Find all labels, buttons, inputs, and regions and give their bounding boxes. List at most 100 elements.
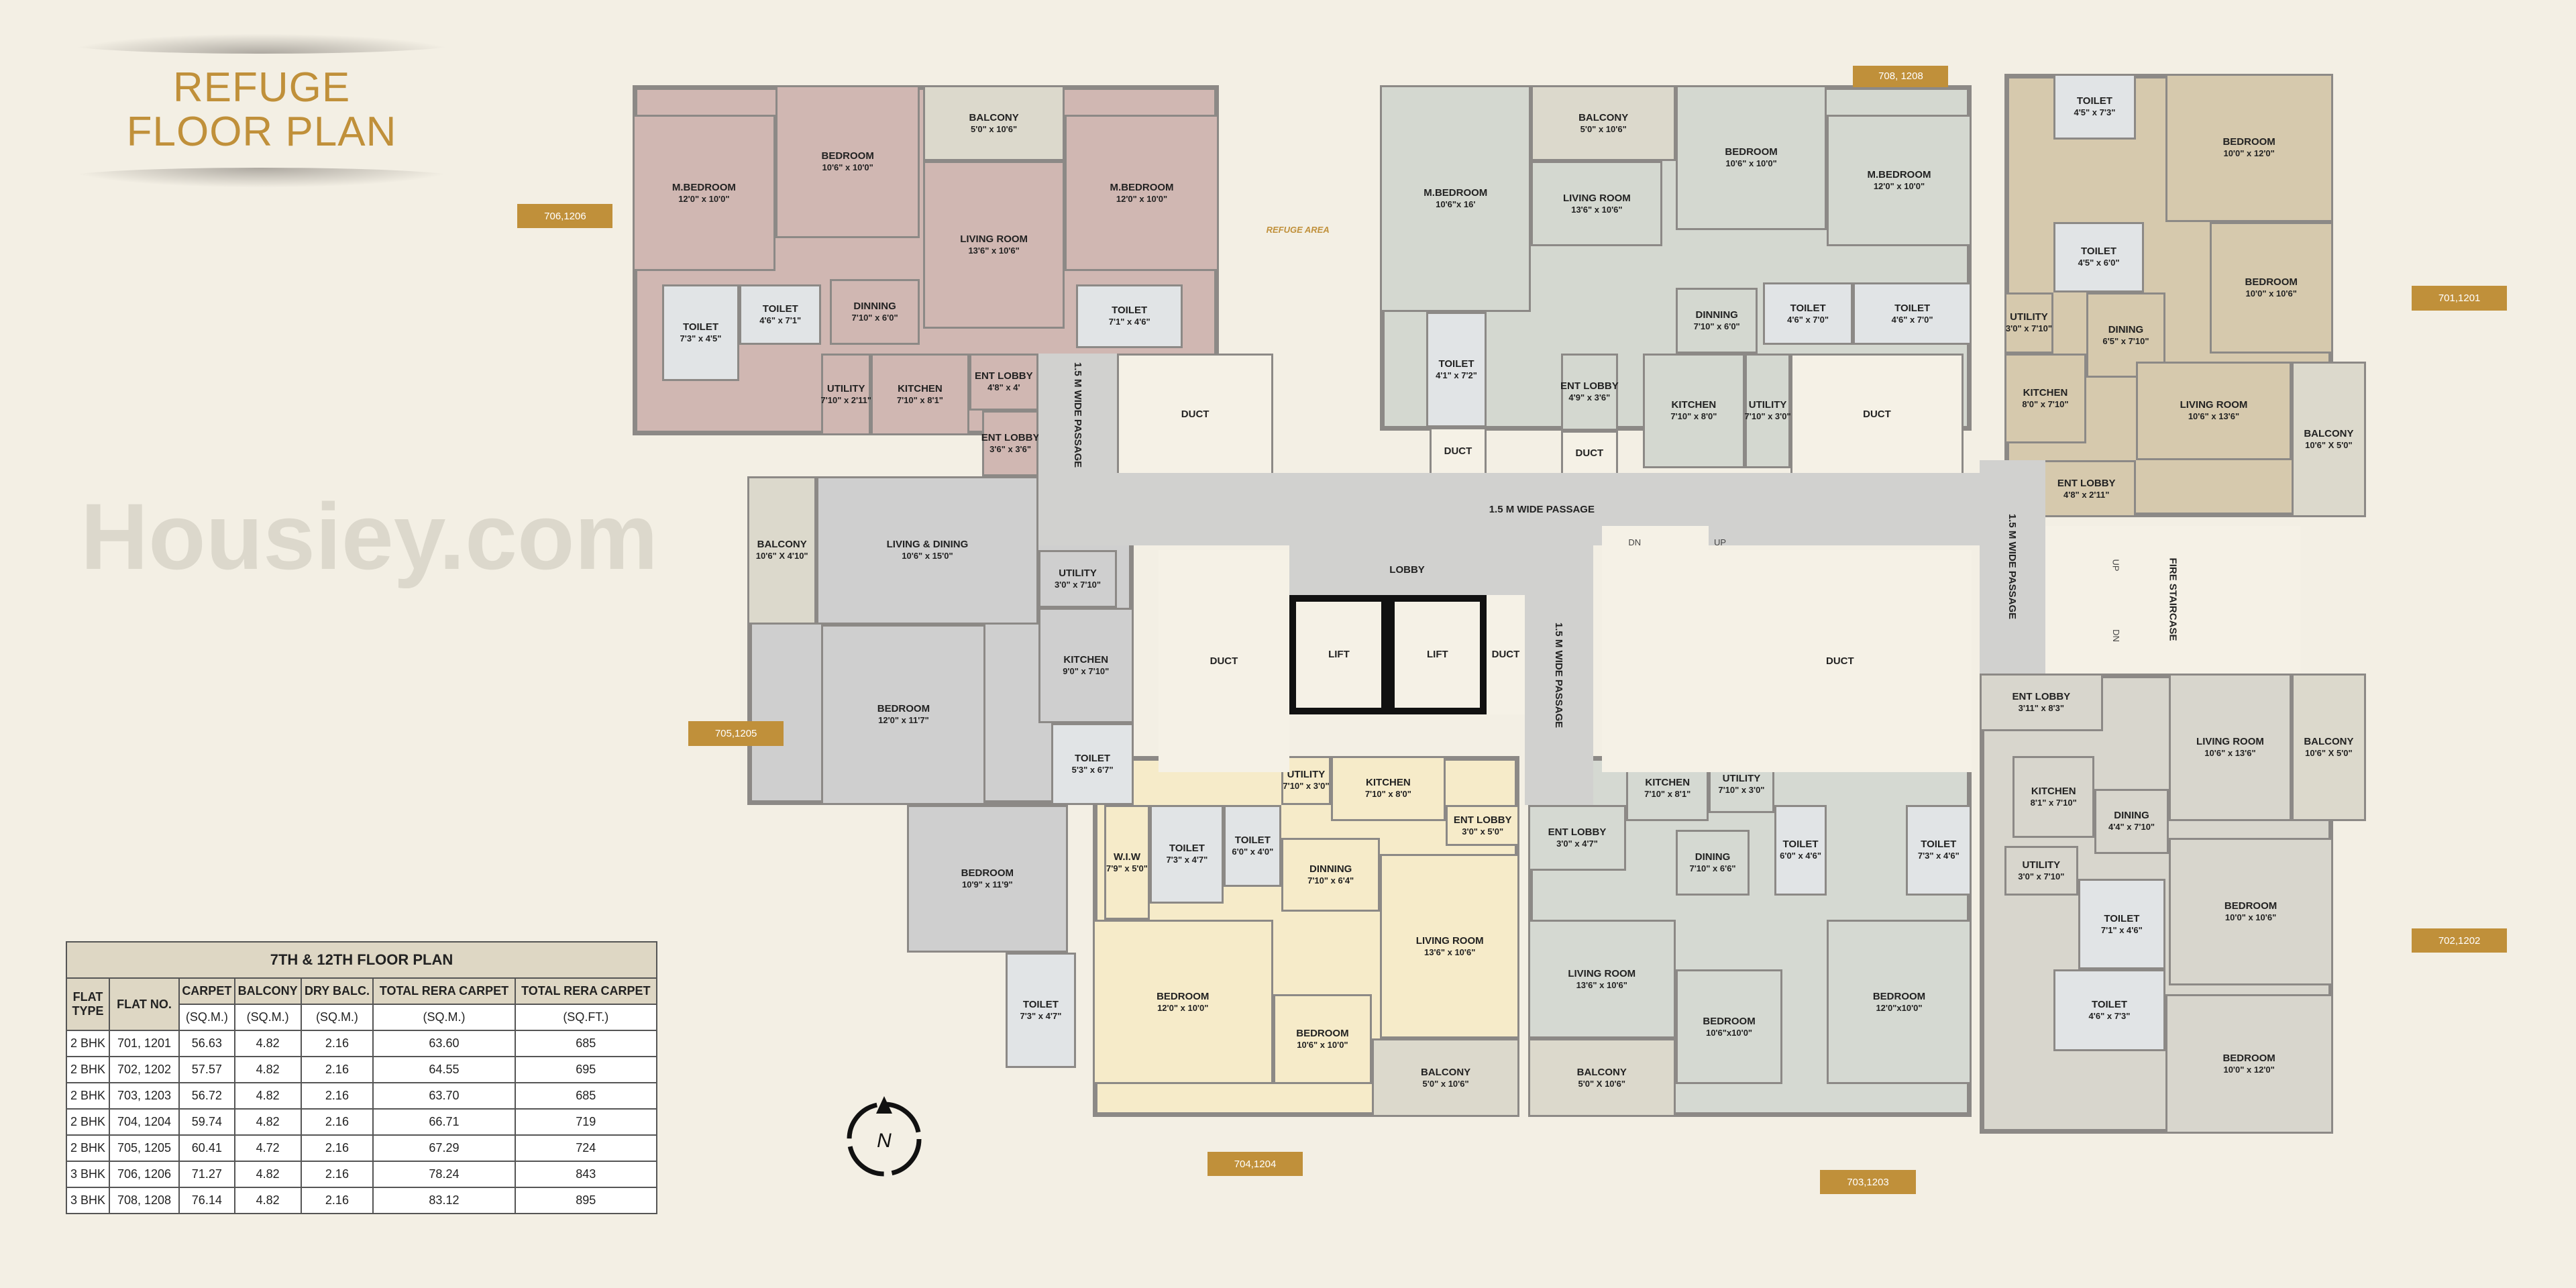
room-duct: DUCT — [1560, 430, 1619, 477]
area-label: 1.5 M WIDE PASSAGE — [1489, 503, 1595, 515]
room-name: KITCHEN — [1063, 653, 1109, 665]
room-dimensions: 4'6" x 7'0" — [1891, 314, 1933, 325]
room-name: BEDROOM — [1157, 990, 1210, 1002]
room-name: DINING — [1695, 851, 1731, 863]
flat-number-tag: 703,1203 — [1820, 1169, 1916, 1195]
room-dimensions: 12'0" x 11'7" — [878, 715, 929, 726]
area-label: DN — [2110, 629, 2121, 643]
room-name: BEDROOM — [2245, 276, 2298, 288]
room-dimensions: 8'0" x 7'10" — [2022, 398, 2069, 409]
room-name: DUCT — [1575, 447, 1604, 459]
room-dimensions: 4'6" x 7'1" — [759, 315, 802, 325]
room-name: BEDROOM — [1725, 146, 1778, 158]
room-name: BEDROOM — [2222, 1052, 2275, 1064]
room-name: TOILET — [1894, 302, 1931, 314]
room-name: TOILET — [1790, 302, 1826, 314]
table-cell: 64.55 — [372, 1056, 516, 1083]
room-dimensions: 10'6"x 16' — [1436, 199, 1476, 210]
room-name: DINNING — [853, 301, 896, 313]
table-cell: 56.72 — [178, 1082, 235, 1110]
dn-area: DN — [1615, 529, 1654, 555]
room-name: BALCONY — [2304, 428, 2354, 440]
area-label: DUCT — [1491, 649, 1520, 661]
room-name: TOILET — [1169, 843, 1205, 855]
flat-number-tag: 706,1206 — [517, 203, 613, 229]
table-cell: 4.82 — [233, 1108, 302, 1136]
table-cell: 708, 1208 — [109, 1187, 180, 1214]
room-dimensions: 10'6" x 10'0" — [1297, 1039, 1348, 1050]
room-dimensions: 10'6" x 13'6" — [2204, 748, 2256, 759]
room-dimensions: 7'3" x 4'7" — [1020, 1011, 1062, 1022]
room-dimensions: 12'0"x10'0" — [1876, 1002, 1923, 1013]
room-dimensions: 5'0" x 10'6" — [971, 123, 1018, 134]
title-shade-bottom — [64, 168, 460, 188]
room-name: BEDROOM — [2224, 900, 2277, 912]
table-cell: 719 — [514, 1108, 658, 1136]
room-dimensions: 7'10" x 6'6" — [1689, 863, 1736, 873]
table-cell: 2.16 — [300, 1056, 374, 1083]
room-name: KITCHEN — [898, 382, 943, 394]
1-5-m-wide-passage-area: 1.5 M WIDE PASSAGE — [1038, 473, 2045, 546]
room-name: DINNING — [1309, 863, 1352, 875]
room-dimensions: 10'6"x10'0" — [1705, 1027, 1753, 1038]
room-name: TOILET — [1782, 839, 1819, 851]
lift-area: LIFT — [1289, 594, 1389, 715]
room-dimensions: 6'5" x 7'10" — [2102, 335, 2149, 346]
flat-number-tag: 704,1204 — [1208, 1151, 1303, 1177]
room-duct: DUCT — [1790, 353, 1964, 477]
table-cell: 2.16 — [300, 1134, 374, 1162]
room-name: TOILET — [2076, 95, 2112, 107]
room-duct: DUCT — [1117, 353, 1273, 477]
table-cell: 704, 1204 — [109, 1108, 180, 1136]
room-name: ENT LOBBY — [2012, 690, 2071, 702]
table-cell: 66.71 — [372, 1108, 516, 1136]
room-dimensions: 7'3" x 4'7" — [1166, 855, 1208, 865]
room-dimensions: 7'10" x 6'0" — [851, 313, 898, 323]
room-name: BALCONY — [1576, 1066, 1627, 1078]
room-dimensions: 7'10" x 3'0" — [1718, 785, 1765, 796]
table-cell: 695 — [514, 1056, 658, 1083]
table-cell: 59.74 — [178, 1108, 235, 1136]
area-label: 1.5 M WIDE PASSAGE — [1553, 622, 1565, 729]
room-name: TOILET — [762, 303, 798, 315]
room-name: BEDROOM — [961, 867, 1014, 879]
room-name: BALCONY — [1421, 1066, 1471, 1078]
area-label: DN — [1628, 537, 1642, 547]
table-cell: 63.60 — [372, 1030, 516, 1057]
room-name: BEDROOM — [877, 703, 930, 715]
compass-north-label: N — [877, 1130, 892, 1152]
table-cell: 701, 1201 — [109, 1030, 180, 1057]
table-cell: 57.57 — [178, 1056, 235, 1083]
room-name: TOILET — [2104, 912, 2140, 924]
room-dimensions: 10'6" x 10'0" — [822, 162, 873, 173]
room-name: TOILET — [1022, 999, 1059, 1011]
room-name: ENT LOBBY — [2057, 477, 2116, 489]
room-dimensions: 3'0" x 5'0" — [1462, 826, 1504, 837]
room-dimensions: 3'0" x 7'10" — [2018, 871, 2065, 881]
room-name: UTILITY — [1059, 568, 1097, 580]
